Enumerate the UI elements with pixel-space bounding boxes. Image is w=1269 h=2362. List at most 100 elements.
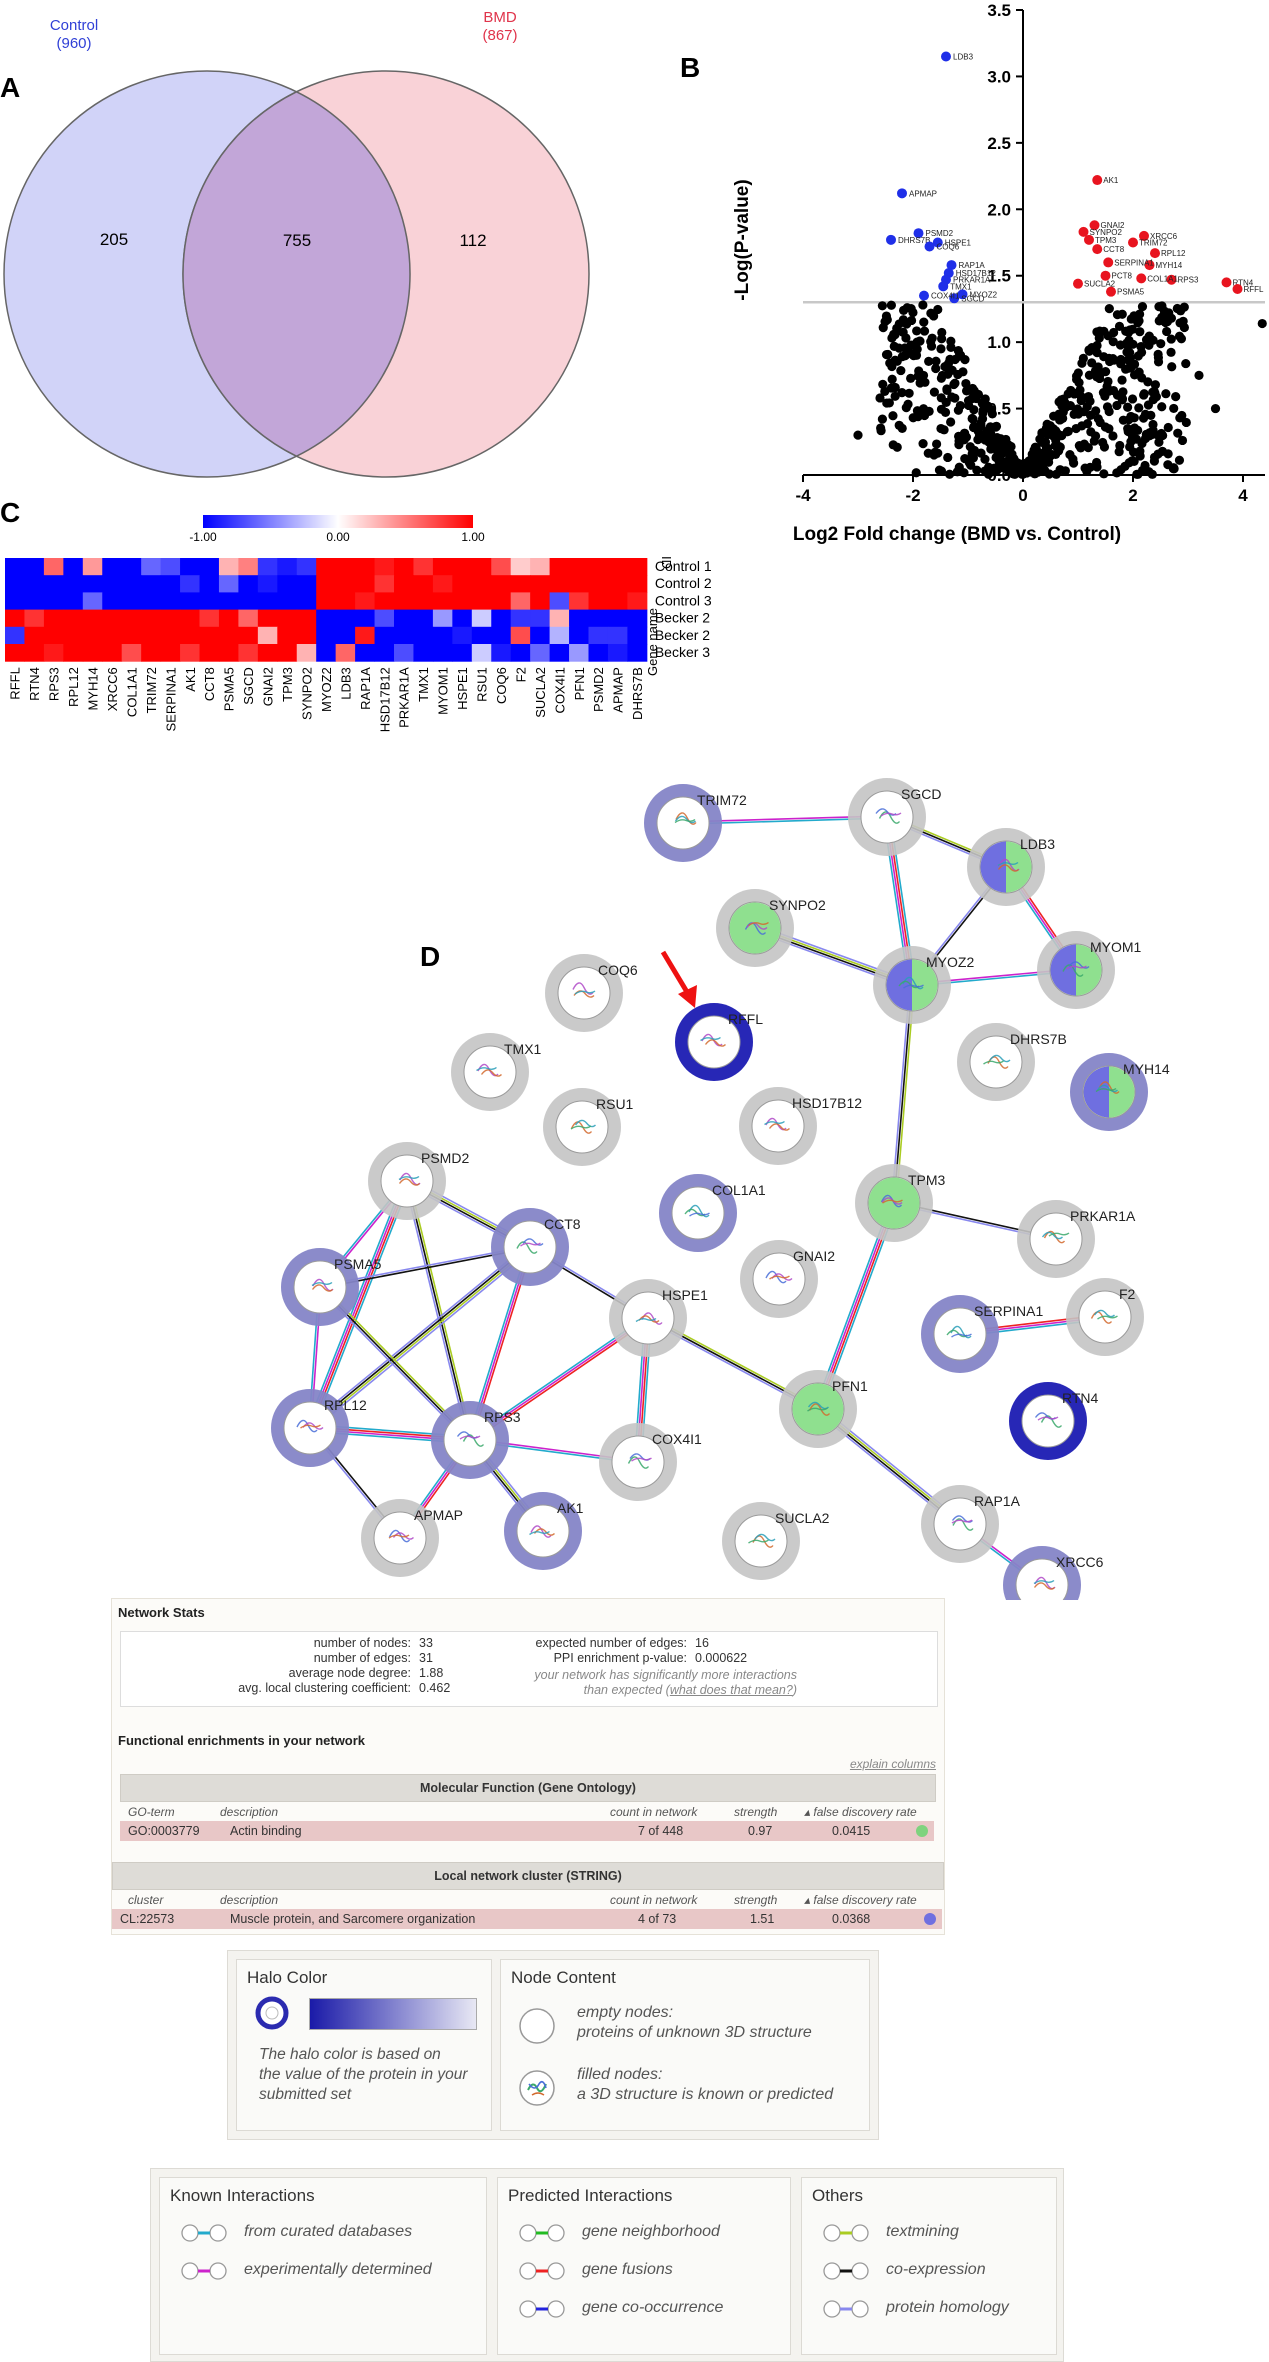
network-node[interactable]: RAP1A bbox=[921, 1485, 1021, 1563]
network-node[interactable]: PFN1 bbox=[779, 1370, 868, 1448]
network-node-label: APMAP bbox=[414, 1507, 463, 1523]
heatmap-cell bbox=[627, 558, 648, 576]
heatmap-column-label: MYH14 bbox=[86, 667, 101, 710]
volcano-point bbox=[1108, 385, 1119, 396]
volcano-point bbox=[1063, 426, 1073, 437]
volcano-point bbox=[947, 392, 957, 402]
network-node[interactable]: RFFL bbox=[675, 1003, 763, 1081]
heatmap-cell bbox=[180, 626, 200, 645]
network-node[interactable]: GNAI2 bbox=[740, 1240, 835, 1318]
protein-structure-icon bbox=[807, 1401, 831, 1416]
volcano-point bbox=[1140, 460, 1150, 471]
heatmap-cell bbox=[355, 626, 376, 645]
stat-label: average node degree: bbox=[288, 1666, 411, 1680]
network-node[interactable]: TPM3 bbox=[855, 1164, 946, 1242]
heatmap-cell bbox=[316, 644, 337, 662]
y-tick-label: 2.5 bbox=[987, 134, 1011, 153]
enrichment-row[interactable]: CL:22573 Muscle protein, and Sarcomere o… bbox=[112, 1909, 942, 1929]
network-node[interactable]: CCT8 bbox=[491, 1208, 581, 1286]
network-node[interactable]: PRKAR1A bbox=[1017, 1200, 1136, 1278]
heatmap-cell bbox=[607, 592, 628, 611]
network-node[interactable]: RTN4 bbox=[1009, 1382, 1099, 1460]
heatmap-cell bbox=[296, 575, 317, 593]
network-node[interactable]: RPL12 bbox=[271, 1389, 367, 1467]
heatmap-column-label: RPS3 bbox=[47, 667, 62, 701]
network-node[interactable]: XRCC6 bbox=[1003, 1546, 1104, 1600]
network-node[interactable]: SUCLA2 bbox=[722, 1502, 830, 1580]
network-node-label: F2 bbox=[1119, 1286, 1136, 1302]
protein-structure-icon bbox=[1090, 1309, 1118, 1324]
volcano-point-label: MYH14 bbox=[1156, 261, 1183, 270]
volcano-point bbox=[947, 365, 957, 375]
what-does-that-mean-link[interactable]: what does that mean? bbox=[669, 1683, 793, 1697]
volcano-point bbox=[1082, 466, 1092, 477]
enrichment-row[interactable]: GO:0003779 Actin binding 7 of 448 0.97 0… bbox=[120, 1821, 934, 1841]
heatmap-cell bbox=[530, 592, 551, 611]
network-node[interactable]: SYNPO2 bbox=[716, 889, 826, 967]
others-title: Others bbox=[812, 2186, 864, 2205]
network-node[interactable]: DHRS7B bbox=[957, 1023, 1067, 1101]
network-node[interactable]: APMAP bbox=[361, 1499, 463, 1577]
colorbar-min: -1.00 bbox=[189, 530, 217, 544]
heatmap-column-label: AK1 bbox=[183, 667, 198, 692]
network-node[interactable]: F2 bbox=[1066, 1278, 1144, 1356]
col-header[interactable]: ▴ false discovery rate bbox=[804, 1805, 917, 1819]
volcano-point bbox=[1051, 469, 1061, 479]
network-node[interactable]: SERPINA1 bbox=[921, 1295, 1043, 1373]
volcano-point bbox=[1084, 345, 1094, 355]
volcano-significant-point bbox=[1100, 270, 1111, 281]
explain-columns-link[interactable]: explain columns bbox=[849, 1757, 936, 1771]
volcano-point bbox=[924, 356, 934, 366]
volcano-significant-point bbox=[886, 234, 896, 245]
network-node[interactable]: RSU1 bbox=[543, 1088, 634, 1166]
heatmap-cell bbox=[257, 626, 278, 645]
volcano-significant-point bbox=[1103, 257, 1114, 268]
protein-structure-icon bbox=[765, 1270, 793, 1284]
heatmap-row-label: Control 1 bbox=[655, 558, 712, 574]
colorbar-mid: 0.00 bbox=[326, 530, 350, 544]
x-tick-label: 4 bbox=[1238, 486, 1248, 505]
network-node[interactable]: AK1 bbox=[504, 1492, 584, 1570]
heatmap-cell bbox=[355, 558, 376, 576]
heatmap-cell bbox=[121, 558, 142, 576]
network-node-label: AK1 bbox=[557, 1500, 584, 1516]
network-node[interactable]: TRIM72 bbox=[644, 784, 747, 862]
network-node[interactable]: SGCD bbox=[848, 778, 941, 856]
network-node[interactable]: TMX1 bbox=[451, 1033, 542, 1111]
network-node[interactable]: RPS3 bbox=[431, 1401, 521, 1479]
heatmap-cell bbox=[355, 609, 376, 628]
heatmap-cell bbox=[5, 558, 25, 576]
network-node[interactable]: COX4I1 bbox=[599, 1423, 702, 1501]
network-node[interactable]: MYH14 bbox=[1070, 1053, 1170, 1131]
volcano-point bbox=[937, 327, 947, 338]
network-node[interactable]: HSD17B12 bbox=[739, 1087, 862, 1165]
volcano-point bbox=[1126, 314, 1136, 324]
network-node[interactable]: PSMA5 bbox=[281, 1248, 382, 1326]
heatmap-cell bbox=[141, 558, 162, 576]
volcano-point bbox=[1112, 400, 1122, 411]
heatmap-cell bbox=[277, 609, 298, 628]
volcano-point-label: SGCD bbox=[961, 294, 984, 303]
volcano-point bbox=[1137, 301, 1148, 312]
heatmap-cell bbox=[296, 626, 317, 645]
network-node[interactable]: LDB3 bbox=[967, 828, 1055, 906]
volcano-point bbox=[1177, 410, 1187, 421]
network-node[interactable]: MYOZ2 bbox=[873, 946, 974, 1024]
volcano-point bbox=[1074, 441, 1084, 451]
heatmap-column-label: RTN4 bbox=[27, 667, 42, 701]
volcano-point bbox=[1082, 418, 1093, 429]
heatmap-cell bbox=[569, 644, 589, 662]
volcano-point bbox=[1161, 389, 1171, 399]
network-node[interactable]: MYOM1 bbox=[1037, 931, 1142, 1009]
volcano-point bbox=[1099, 469, 1109, 479]
network-node[interactable]: HSPE1 bbox=[609, 1279, 708, 1357]
heatmap-column-label: PSMD2 bbox=[591, 667, 606, 712]
network-node[interactable]: COL1A1 bbox=[659, 1174, 766, 1252]
volcano-point bbox=[1140, 433, 1151, 444]
col-header[interactable]: ▴ false discovery rate bbox=[804, 1893, 917, 1907]
volcano-point bbox=[932, 439, 942, 449]
network-node[interactable]: COQ6 bbox=[545, 954, 638, 1032]
heatmap-cell bbox=[199, 644, 220, 662]
network-node[interactable]: PSMD2 bbox=[368, 1142, 469, 1220]
